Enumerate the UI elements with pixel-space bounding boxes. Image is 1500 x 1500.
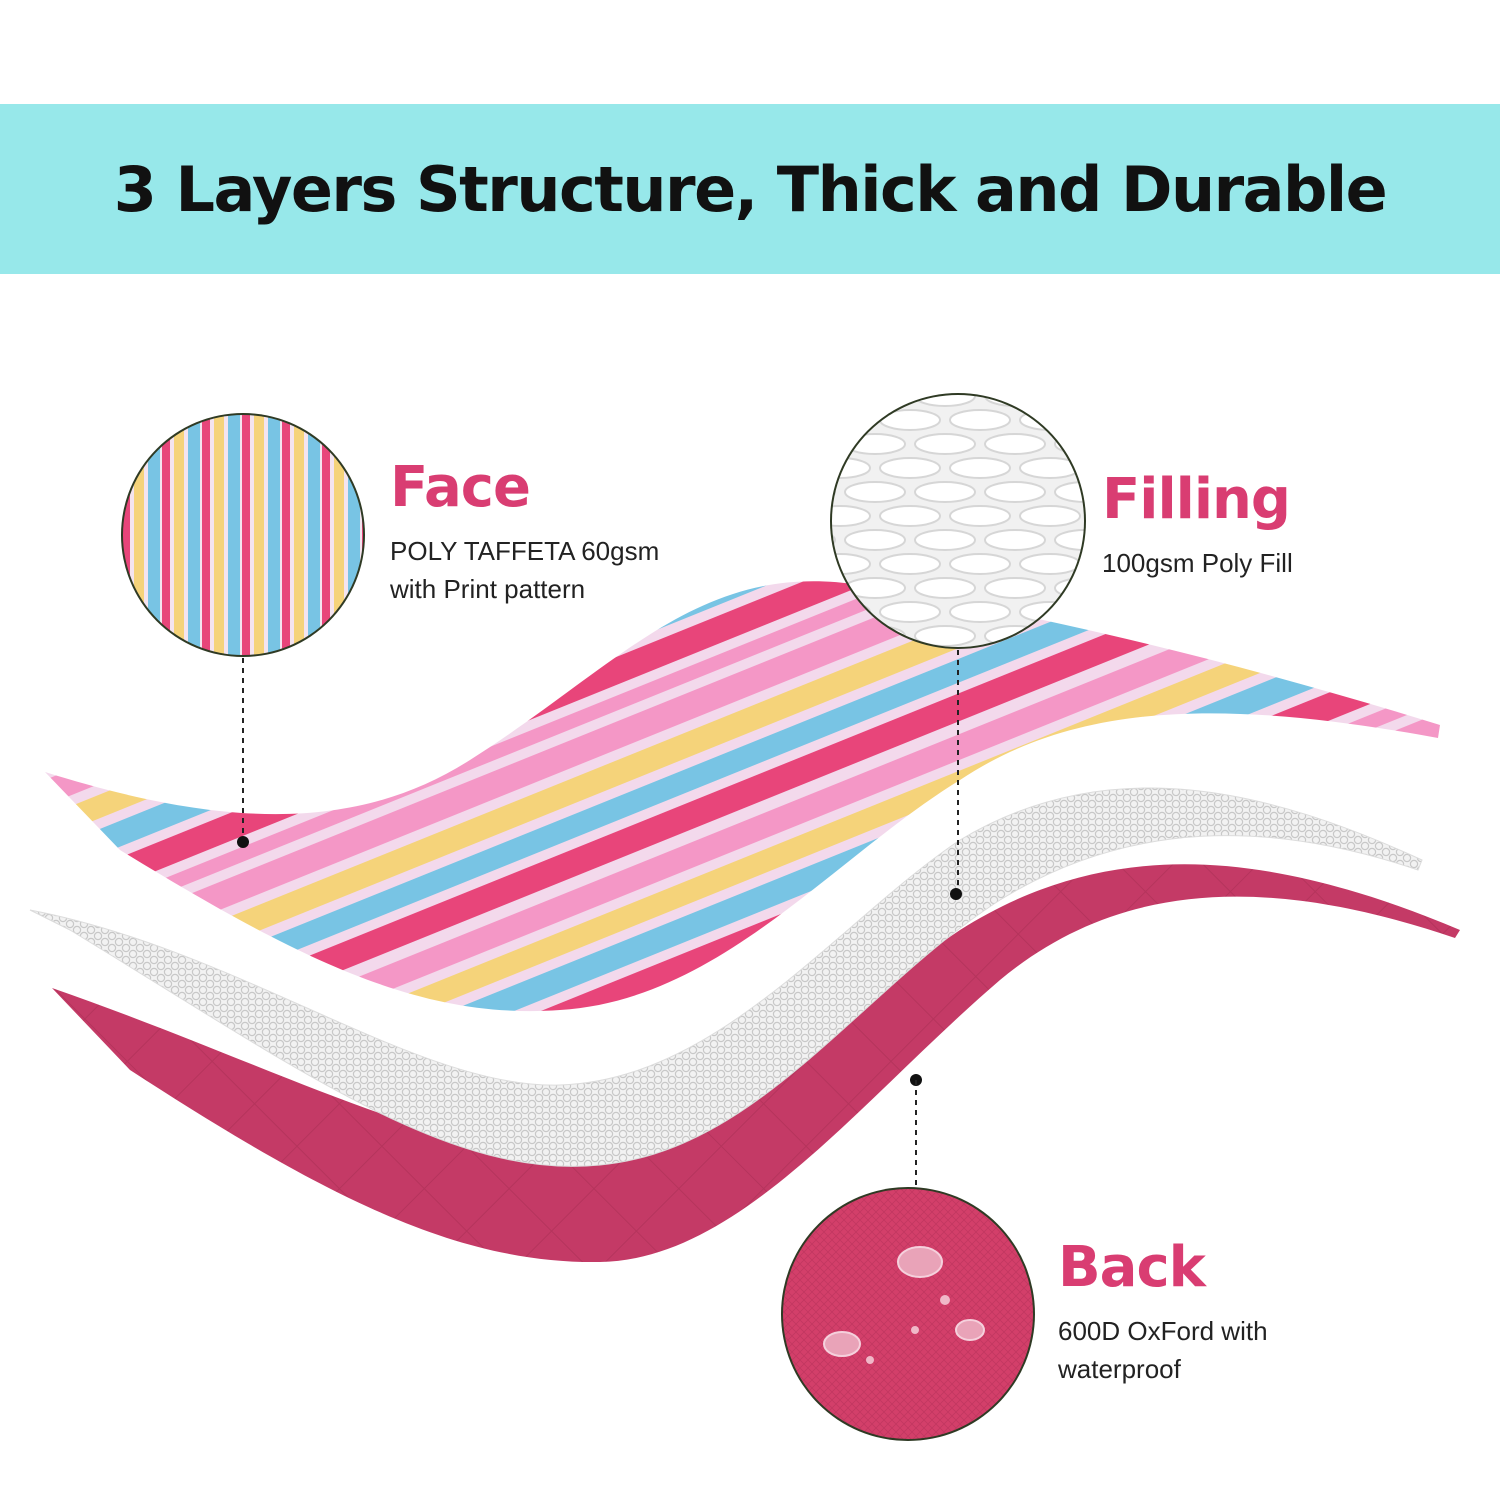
back-title: Back	[1058, 1235, 1206, 1300]
filling-title: Filling	[1102, 467, 1291, 532]
page-title: 3 Layers Structure, Thick and Durable	[113, 152, 1388, 226]
face-layer	[45, 581, 1440, 1012]
back-desc-line: 600D OxFord with	[1058, 1316, 1268, 1346]
face-pointer-dot	[237, 836, 249, 848]
face-description: POLY TAFFETA 60gsm with Print pattern	[390, 532, 659, 608]
filling-desc-line: 100gsm Poly Fill	[1102, 548, 1293, 578]
face-label: Face POLY TAFFETA 60gsm with Print patte…	[390, 460, 659, 608]
face-desc-line: POLY TAFFETA 60gsm	[390, 536, 660, 566]
filling-pointer-dot	[950, 888, 962, 900]
title-banner: 3 Layers Structure, Thick and Durable	[0, 104, 1500, 274]
waterproof-oxford-swatch-icon	[783, 1189, 1033, 1439]
poly-fill-texture-swatch-icon	[832, 395, 1084, 647]
striped-fabric-swatch-icon	[123, 415, 363, 655]
face-desc-line: with Print pattern	[390, 574, 586, 604]
face-title: Face	[390, 455, 531, 520]
filling-label: Filling 100gsm Poly Fill	[1102, 472, 1293, 582]
filling-description: 100gsm Poly Fill	[1102, 544, 1293, 582]
back-description: 600D OxFord with waterproof	[1058, 1312, 1268, 1388]
back-desc-line: waterproof	[1058, 1354, 1181, 1384]
back-label: Back 600D OxFord with waterproof	[1058, 1240, 1268, 1388]
back-layer	[52, 864, 1460, 1263]
filling-layer	[29, 787, 1423, 1167]
